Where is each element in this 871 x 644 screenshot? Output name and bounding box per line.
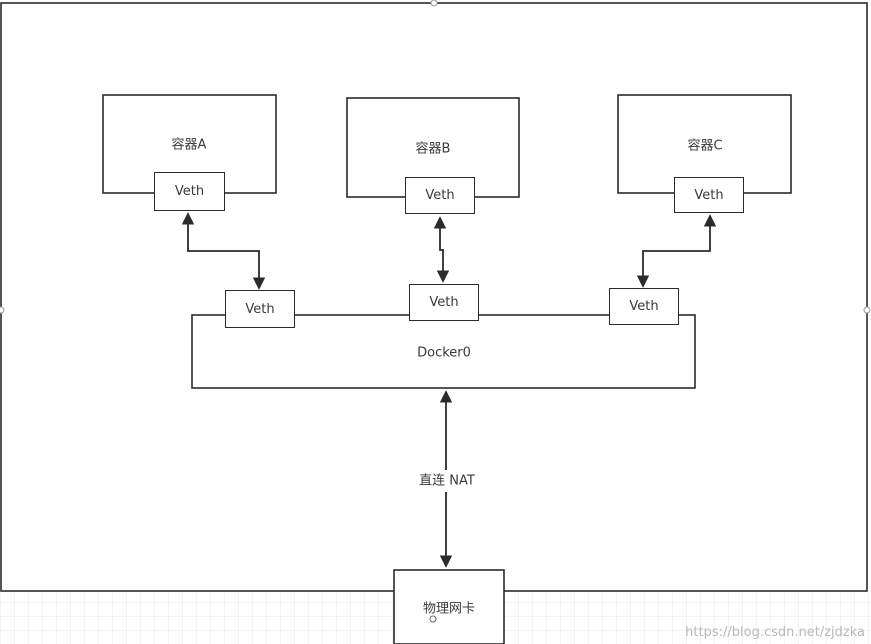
container-c-veth[interactable]: Veth	[674, 177, 744, 213]
nat-link-label: 直连 NAT	[419, 473, 475, 489]
physical-nic-box[interactable]	[393, 569, 505, 644]
bridge-veth-a[interactable]: Veth	[225, 290, 295, 328]
container-a-veth[interactable]: Veth	[154, 172, 225, 211]
resize-handle-right[interactable]	[863, 306, 871, 314]
bridge-veth-b[interactable]: Veth	[409, 284, 479, 321]
container-a-label: 容器A	[171, 137, 207, 153]
bridge-veth-c[interactable]: Veth	[609, 288, 679, 325]
container-c-label: 容器C	[687, 138, 723, 154]
container-b-veth[interactable]: Veth	[405, 177, 475, 214]
watermark: https://blog.csdn.net/zjdzka	[685, 625, 865, 640]
resize-handle-top[interactable]	[430, 0, 438, 7]
docker0-label: Docker0	[417, 345, 471, 361]
nat-label-bg	[412, 470, 482, 492]
link-c	[636, 214, 717, 288]
container-b-label: 容器B	[415, 141, 451, 157]
link-b	[433, 216, 450, 283]
link-a	[181, 212, 266, 290]
connection-point	[429, 615, 437, 623]
resize-handle-left[interactable]	[0, 306, 5, 314]
physical-nic-label: 物理网卡	[422, 601, 476, 617]
